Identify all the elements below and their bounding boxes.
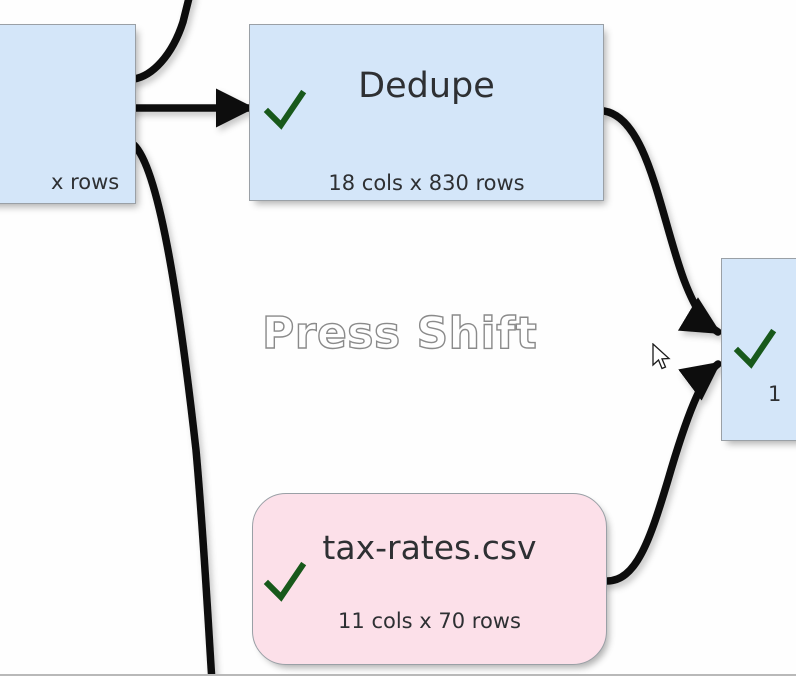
node-dedupe[interactable]: Dedupe 18 cols x 830 rows (249, 24, 604, 201)
node-tax-rates[interactable]: tax-rates.csv 11 cols x 70 rows (252, 493, 607, 665)
node-tax-rates-title: tax-rates.csv (322, 528, 537, 567)
node-dedupe-subtitle: 18 cols x 830 rows (328, 171, 525, 195)
press-shift-hint: Press Shift (261, 307, 538, 359)
edge-tax-rates-to-downstream (602, 360, 722, 585)
node-downstream-subtitle: 1 (768, 382, 782, 406)
edge-dedupe-to-downstream (600, 107, 722, 336)
mouse-cursor (652, 342, 672, 373)
node-upstream-subtitle: x rows (51, 170, 120, 194)
check-icon (732, 327, 778, 373)
node-upstream[interactable]: x rows (0, 24, 136, 204)
node-dedupe-title: Dedupe (358, 66, 495, 106)
node-tax-rates-subtitle: 11 cols x 70 rows (338, 609, 521, 633)
check-icon (262, 560, 308, 606)
check-icon (262, 88, 308, 134)
edge-upstream-to-offscreen-bottom (130, 141, 216, 674)
edge-upstream-to-offscreen-top (130, 0, 193, 83)
